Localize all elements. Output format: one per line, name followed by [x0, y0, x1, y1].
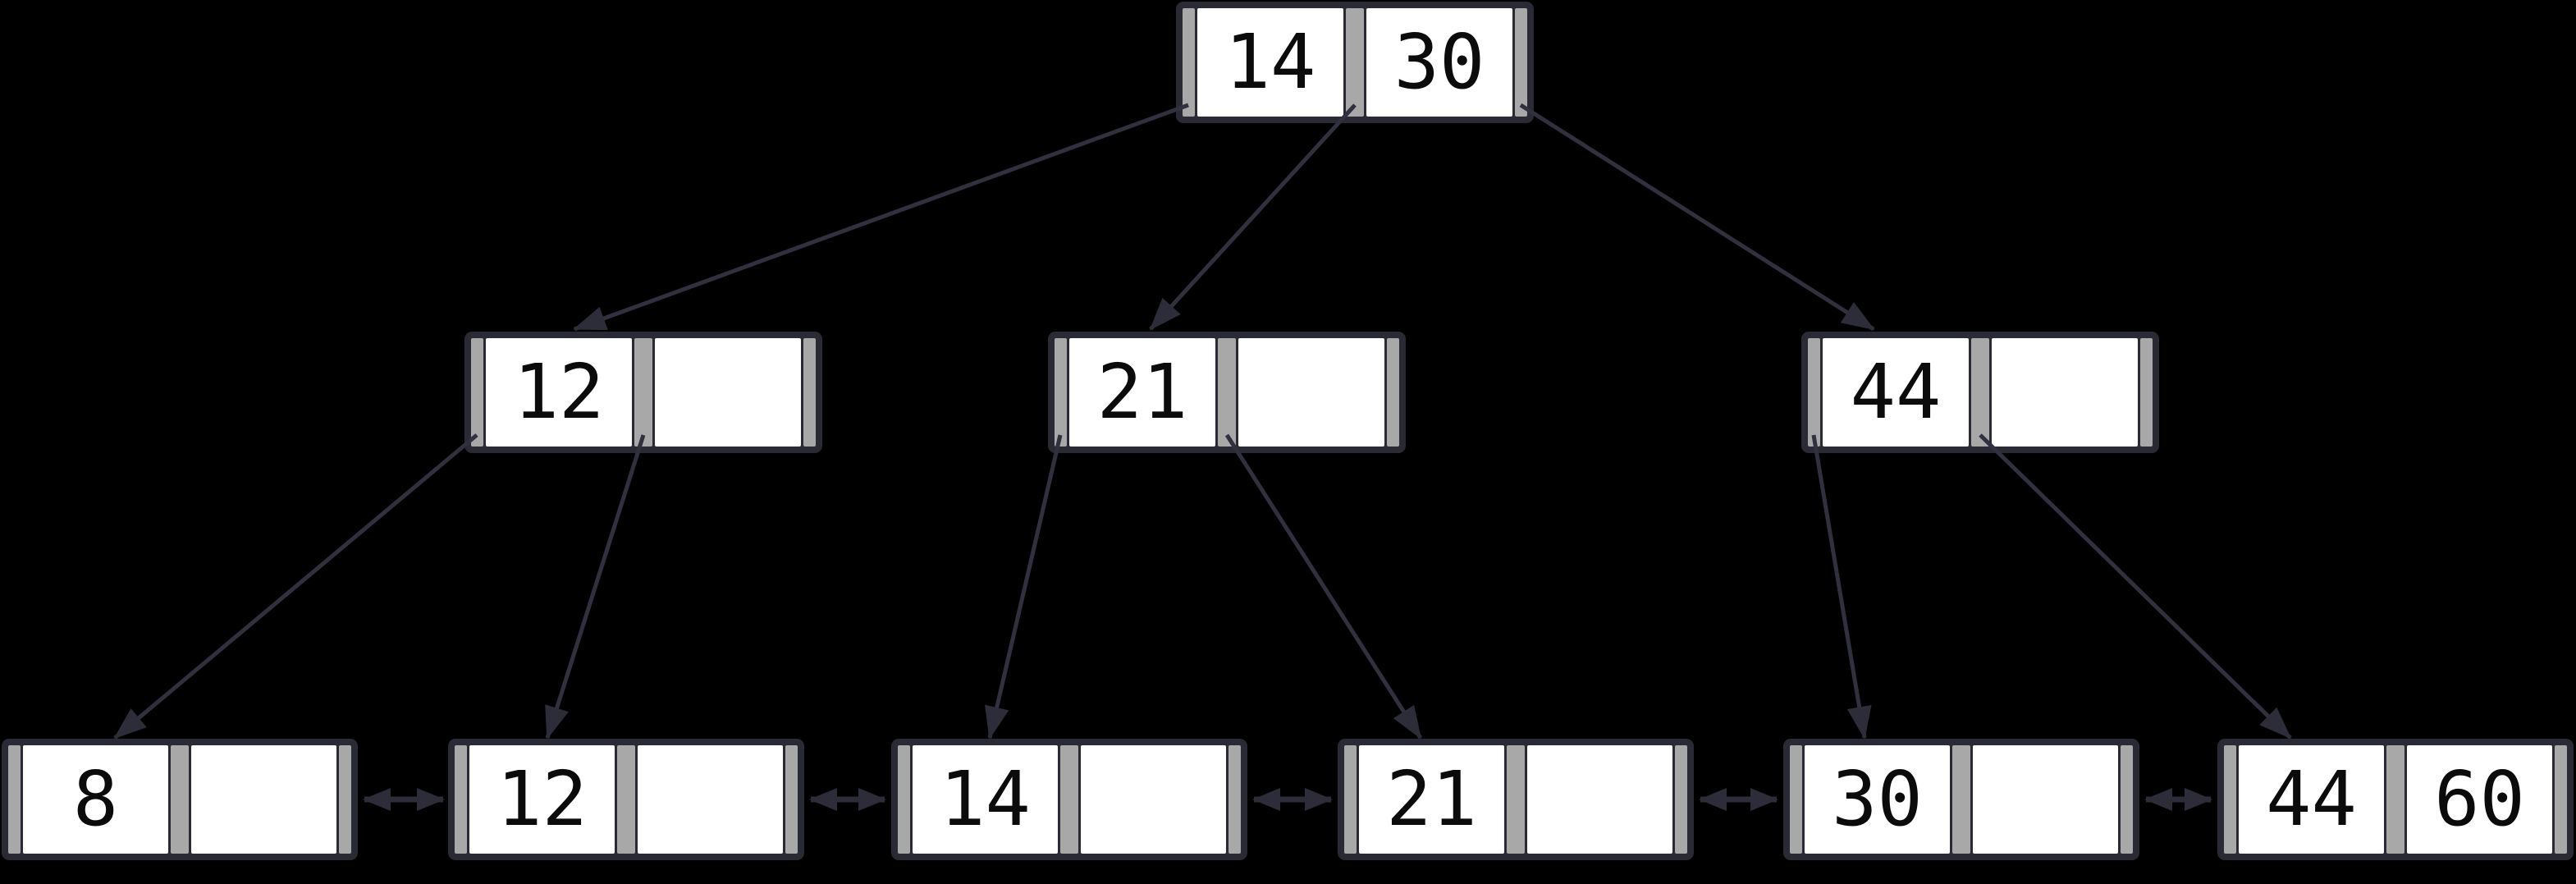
edge-internal-44-p1-to-leaf-44-60 [1979, 433, 2292, 740]
key-cell-internal-12-1 [655, 338, 801, 447]
pointer-cell-leaf-21-last [1675, 745, 1687, 854]
tree-node-internal-21: 21 [1048, 332, 1406, 453]
pointer-cell-leaf-12-1 [617, 745, 635, 854]
pointer-cell-internal-12-0 [471, 338, 483, 447]
tree-node-internal-44: 44 [1801, 332, 2159, 453]
tree-node-internal-12: 12 [464, 332, 822, 453]
key-cell-leaf-44-60-1: 60 [2407, 745, 2552, 854]
key-cell-internal-12-0: 12 [486, 338, 632, 447]
pointer-cell-leaf-30-1 [1952, 745, 1970, 854]
pointer-cell-internal-44-last [2140, 338, 2153, 447]
tree-node-leaf-8: 8 [2, 739, 358, 860]
pointer-cell-leaf-44-60-0 [2224, 745, 2236, 854]
key-cell-leaf-8-0: 8 [23, 745, 168, 854]
edge-internal-21-p1-to-leaf-21 [1224, 433, 1423, 740]
edge-root-p2-to-internal-44 [1519, 103, 1875, 332]
tree-node-leaf-21: 21 [1338, 739, 1694, 860]
key-cell-leaf-30-0: 30 [1805, 745, 1950, 854]
pointer-cell-leaf-14-1 [1060, 745, 1078, 854]
pointer-cell-leaf-8-0 [8, 745, 21, 854]
key-cell-root-1: 30 [1366, 8, 1512, 117]
edge-internal-12-p0-to-leaf-8 [113, 433, 478, 740]
pointer-cell-root-0 [1183, 8, 1195, 117]
key-cell-leaf-44-60-0: 44 [2239, 745, 2384, 854]
pointer-cell-leaf-14-0 [898, 745, 910, 854]
key-cell-leaf-21-0: 21 [1359, 745, 1504, 854]
edge-internal-12-p1-to-leaf-12 [545, 434, 646, 740]
pointer-cell-leaf-30-last [2121, 745, 2133, 854]
pointer-cell-leaf-21-0 [1344, 745, 1357, 854]
pointer-cell-internal-21-0 [1055, 338, 1067, 447]
pointer-cell-internal-12-last [803, 338, 816, 447]
pointer-cell-leaf-8-1 [171, 745, 189, 854]
edge-root-p1-to-internal-21 [1149, 103, 1357, 331]
tree-node-leaf-12: 12 [448, 739, 804, 860]
pointer-cell-internal-44-0 [1808, 338, 1820, 447]
key-cell-internal-44-1 [1992, 338, 2138, 447]
edge-internal-44-p0-to-leaf-30 [1811, 434, 1872, 740]
pointer-cell-leaf-12-0 [455, 745, 467, 854]
key-cell-internal-21-1 [1238, 338, 1384, 447]
pointer-cell-root-last [1515, 8, 1527, 117]
pointer-cell-root-1 [1346, 8, 1364, 117]
key-cell-leaf-12-1 [638, 745, 783, 854]
key-cell-leaf-14-1 [1081, 745, 1226, 854]
key-cell-internal-21-0: 21 [1069, 338, 1215, 447]
tree-node-leaf-30: 30 [1783, 739, 2139, 860]
key-cell-leaf-12-0: 12 [469, 745, 615, 854]
key-cell-internal-44-0: 44 [1823, 338, 1969, 447]
key-cell-root-0: 14 [1197, 8, 1343, 117]
pointer-cell-internal-21-last [1387, 338, 1399, 447]
edge-root-p0-to-internal-12 [573, 103, 1189, 332]
key-cell-leaf-30-1 [1973, 745, 2118, 854]
pointer-cell-leaf-30-0 [1790, 745, 1802, 854]
pointer-cell-internal-12-1 [634, 338, 652, 447]
pointer-cell-leaf-44-60-last [2555, 745, 2567, 854]
pointer-cell-leaf-14-last [1229, 745, 1241, 854]
pointer-cell-leaf-21-1 [1507, 745, 1525, 854]
pointer-cell-leaf-44-60-1 [2386, 745, 2404, 854]
pointer-cell-leaf-8-last [339, 745, 351, 854]
tree-node-leaf-14: 14 [891, 739, 1247, 860]
edge-internal-21-p0-to-leaf-14 [985, 434, 1063, 740]
pointer-cell-internal-21-1 [1218, 338, 1236, 447]
pointer-cell-leaf-12-last [785, 745, 798, 854]
key-cell-leaf-14-0: 14 [913, 745, 1058, 854]
key-cell-leaf-21-1 [1527, 745, 1672, 854]
key-cell-leaf-8-1 [191, 745, 336, 854]
pointer-cell-internal-44-1 [1971, 338, 1989, 447]
